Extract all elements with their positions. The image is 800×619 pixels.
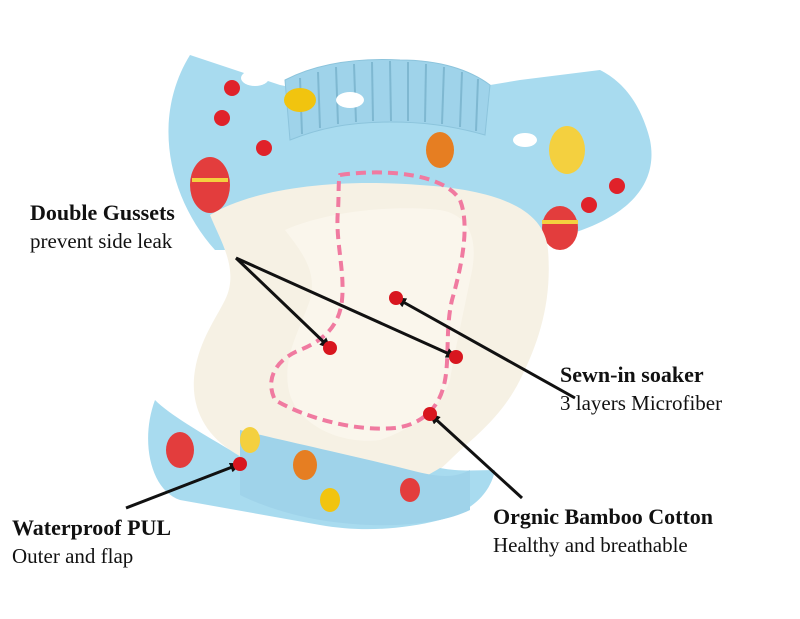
balloon-print [190, 70, 585, 250]
leader-soaker [394, 296, 576, 400]
callout-description: prevent side leak [30, 229, 173, 254]
marker-bamboo [423, 407, 437, 421]
leader-gussets-left [234, 256, 332, 350]
callout-title: Orgnic Bamboo Cotton [493, 504, 713, 529]
leader-gussets-right [235, 256, 458, 359]
leader-bamboo [428, 412, 524, 500]
callout-waterproof-pul: Waterproof PUL Outer and flap [12, 515, 171, 568]
marker-gusset-left [323, 341, 337, 355]
soaker-outline [269, 170, 467, 431]
marker-soaker [389, 291, 403, 305]
marker-pul [233, 457, 247, 471]
callout-description: Healthy and breathable [493, 533, 688, 558]
marker-gusset-right [449, 350, 463, 364]
front-flap [148, 400, 496, 530]
callout-double-gussets: Double Gussets prevent side leak [30, 200, 175, 253]
callout-description: Outer and flap [12, 544, 134, 569]
callout-bamboo-cotton: Orgnic Bamboo Cotton Healthy and breatha… [493, 504, 713, 557]
leader-pul [125, 462, 242, 510]
callout-title: Double Gussets [30, 200, 175, 225]
leader-lines [125, 256, 576, 510]
snap-buttons [214, 80, 625, 213]
callout-title: Sewn-in soaker [560, 362, 704, 387]
callout-description: 3 layers Microfiber [560, 391, 723, 416]
callout-sewn-in-soaker: Sewn-in soaker 3 layers Microfiber [560, 362, 722, 415]
markers [233, 291, 463, 471]
callout-title: Waterproof PUL [12, 515, 172, 540]
